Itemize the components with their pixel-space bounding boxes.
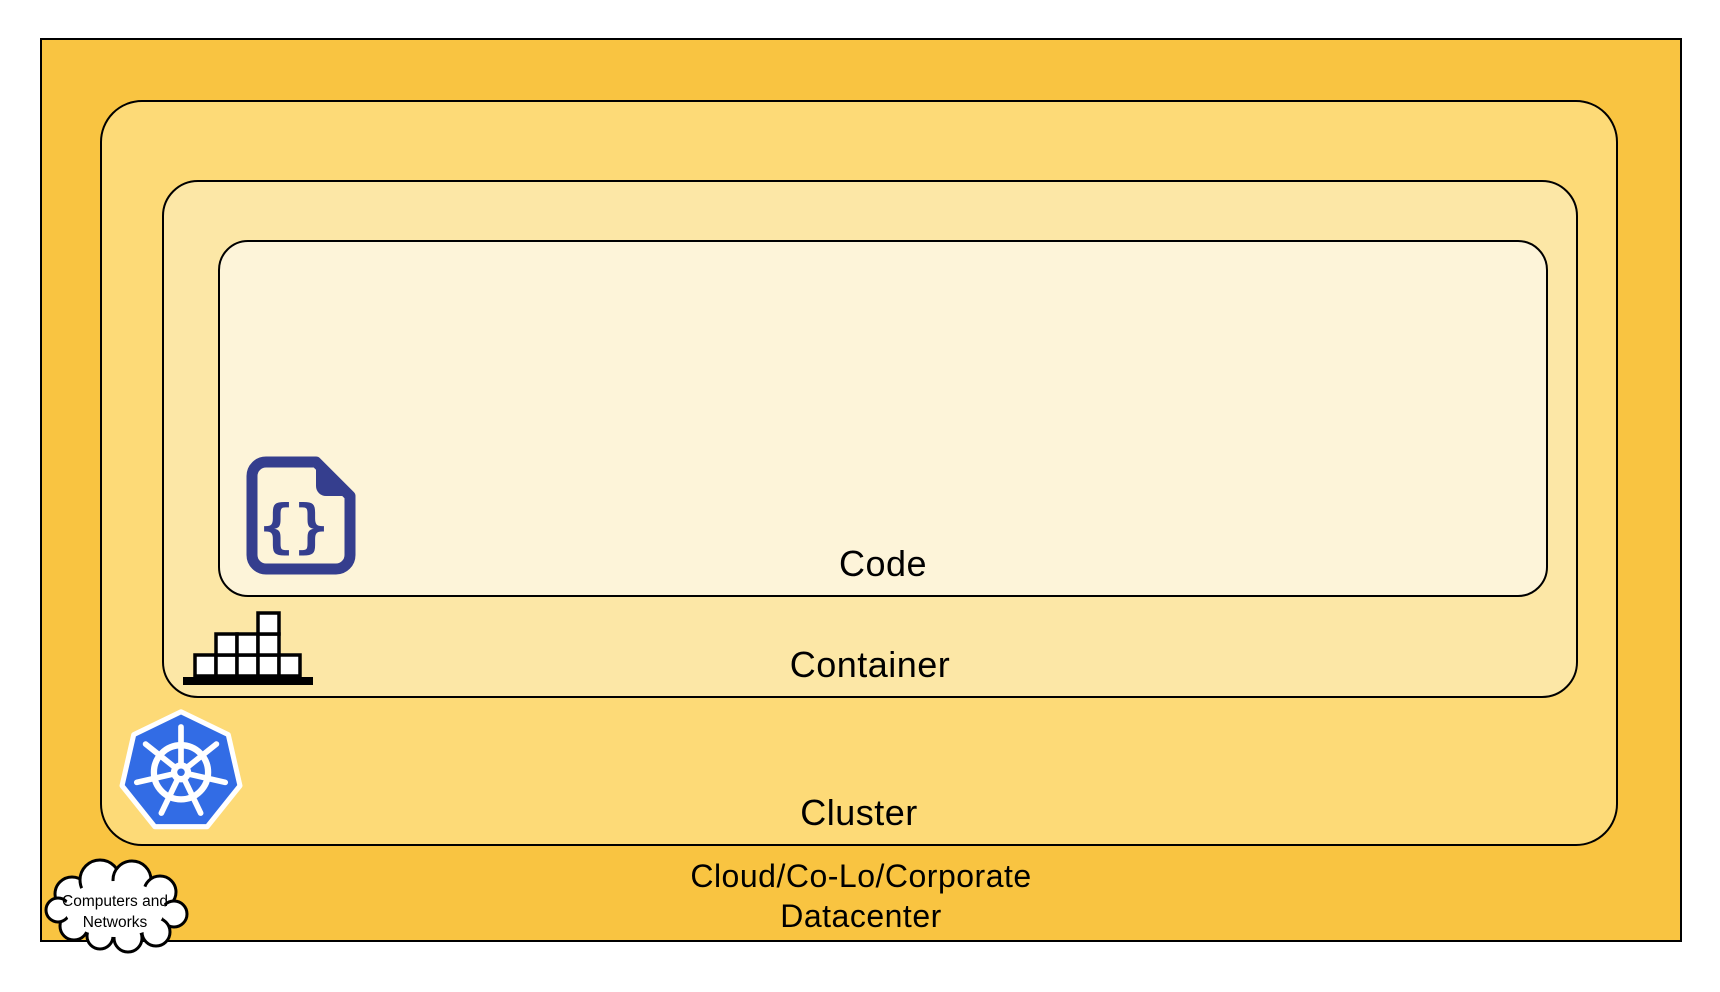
code-layer: {} Code: [218, 240, 1548, 597]
container-layer: {} Code: [162, 180, 1578, 698]
braces-glyph: {}: [259, 492, 329, 560]
cloud-callout-line2: Networks: [83, 914, 148, 931]
container-label: Container: [789, 644, 951, 685]
kubernetes-icon: [118, 701, 244, 841]
cloud-icon: Computers and Networks: [42, 852, 189, 954]
datacenter-label-line1: Cloud/Co-Lo/Corporate: [690, 858, 1032, 894]
cluster-layer: {} Code: [100, 100, 1618, 846]
datacenter-layer: {} Code: [40, 38, 1682, 954]
cloud-callout-line1: Computers and: [62, 893, 168, 910]
cluster-label: Cluster: [800, 792, 918, 833]
container-blocks-icon: [183, 603, 313, 687]
code-label: Code: [838, 543, 928, 584]
code-file-icon: {}: [242, 455, 357, 576]
datacenter-label-line2: Datacenter: [780, 898, 942, 934]
datacenter-label: Cloud/Co-Lo/Corporate Datacenter: [42, 856, 1680, 936]
